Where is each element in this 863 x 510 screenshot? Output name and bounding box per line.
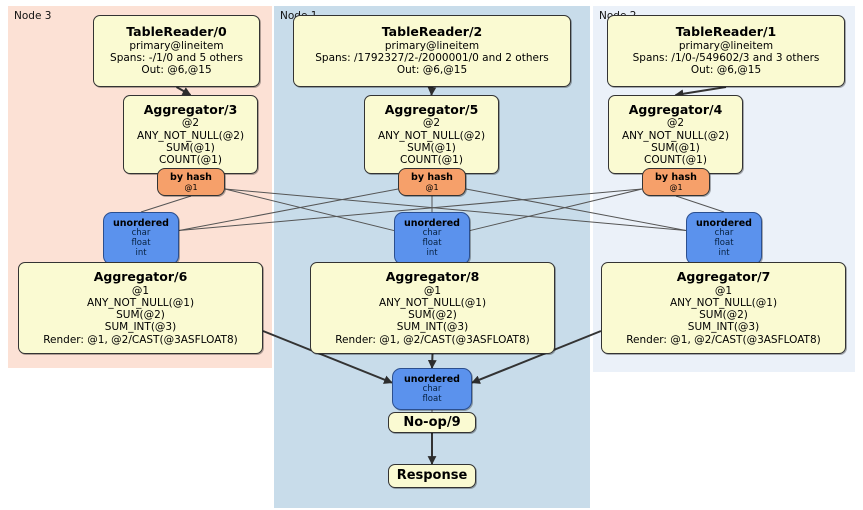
node-detail-line: ANY_NOT_NULL(@2) [621, 129, 730, 142]
node-title: by hash [170, 171, 212, 183]
node-title: by hash [655, 171, 697, 183]
node-title: Response [396, 468, 468, 484]
node-detail-line: COUNT(@1) [644, 153, 707, 166]
node-detail-line: COUNT(@1) [400, 153, 463, 166]
node-detail-line: Render: @1, @2/CAST(@3ASFLOAT8) [43, 333, 238, 346]
node-detail-line: ANY_NOT_NULL(@2) [136, 129, 245, 142]
node-title: unordered [404, 218, 460, 230]
node-detail-line: Out: @6,@15 [396, 64, 468, 77]
graph-node-byhash3[interactable]: by hash@1 [157, 168, 225, 196]
node-detail-line: SUM(@2) [699, 309, 748, 322]
node-detail-line: primary@lineitem [129, 39, 224, 52]
node-detail-line: @2 [181, 117, 200, 130]
node-detail-line: @1 [714, 284, 733, 297]
node-detail-line: ANY_NOT_NULL(@2) [377, 129, 486, 142]
node-title: by hash [411, 171, 453, 183]
node-detail-line: @1 [425, 182, 439, 192]
graph-node-byhash5[interactable]: by hash@1 [398, 168, 466, 196]
node-detail-line: @1 [423, 284, 442, 297]
node-title: Aggregator/6 [93, 269, 188, 285]
node-title: TableReader/0 [126, 24, 227, 40]
node-detail-line: Out: @6,@15 [690, 64, 762, 77]
node-detail-line: SUM(@1) [407, 141, 456, 154]
node-detail-line: ANY_NOT_NULL(@1) [86, 296, 195, 309]
graph-node-byhash4[interactable]: by hash@1 [642, 168, 710, 196]
node-detail-line: Spans: /1/0-/549602/3 and 3 others [632, 52, 820, 65]
node-title: unordered [113, 218, 169, 230]
node-detail-line: ANY_NOT_NULL(@1) [378, 296, 487, 309]
node-detail-line: @1 [184, 182, 198, 192]
node-title: No-op/9 [403, 414, 461, 430]
node-detail-line: primary@lineitem [678, 39, 774, 52]
node-detail-line: SUM(@1) [166, 141, 215, 154]
node-detail-line: char [422, 383, 442, 394]
node-detail-line: int [426, 247, 438, 258]
node-detail-line: SUM(@2) [116, 309, 165, 322]
node-detail-line: COUNT(@1) [159, 153, 222, 166]
node-detail-line: float [422, 393, 442, 404]
node-detail-line: float [714, 238, 734, 249]
node-detail-line: Render: @1, @2/CAST(@3ASFLOAT8) [626, 333, 821, 346]
node-detail-line: Spans: -/1/0 and 5 others [110, 52, 243, 65]
node-title: unordered [696, 218, 752, 230]
node-title: Aggregator/7 [676, 269, 771, 285]
node-detail-line: @1 [669, 182, 683, 192]
node-detail-line: SUM(@1) [651, 141, 700, 154]
node-detail-line: @2 [666, 117, 685, 130]
node-detail-line: SUM_INT(@3) [687, 321, 760, 334]
node-title: Aggregator/8 [385, 269, 480, 285]
node-title: unordered [404, 373, 460, 385]
node-detail-line: ANY_NOT_NULL(@1) [669, 296, 778, 309]
graph-node-response[interactable]: Response [388, 464, 476, 488]
graph-node-noop9[interactable]: No-op/9 [388, 412, 476, 433]
node-detail-line: char [131, 228, 151, 239]
node-detail-line: @2 [422, 117, 441, 130]
node-detail-line: char [422, 228, 442, 239]
panel-label-node3: Node 3 [14, 10, 52, 22]
node-detail-line: @1 [131, 284, 150, 297]
node-title: TableReader/2 [381, 24, 483, 40]
node-detail-line: char [714, 228, 734, 239]
node-detail-line: SUM_INT(@3) [396, 321, 469, 334]
node-detail-line: Render: @1, @2/CAST(@3ASFLOAT8) [335, 333, 530, 346]
node-detail-line: float [131, 238, 151, 249]
node-detail-line: Out: @6,@15 [141, 64, 212, 77]
node-detail-line: int [135, 247, 147, 258]
node-detail-line: int [718, 247, 730, 258]
node-title: Aggregator/4 [628, 101, 723, 117]
node-detail-line: float [422, 238, 442, 249]
node-detail-line: Spans: /1792327/2-/2000001/0 and 2 other… [315, 52, 549, 65]
node-title: Aggregator/5 [384, 101, 479, 117]
node-detail-line: SUM(@2) [408, 309, 457, 322]
node-detail-line: primary@lineitem [384, 39, 480, 52]
node-detail-line: SUM_INT(@3) [104, 321, 177, 334]
node-title: Aggregator/3 [143, 101, 238, 117]
node-title: TableReader/1 [675, 24, 777, 40]
